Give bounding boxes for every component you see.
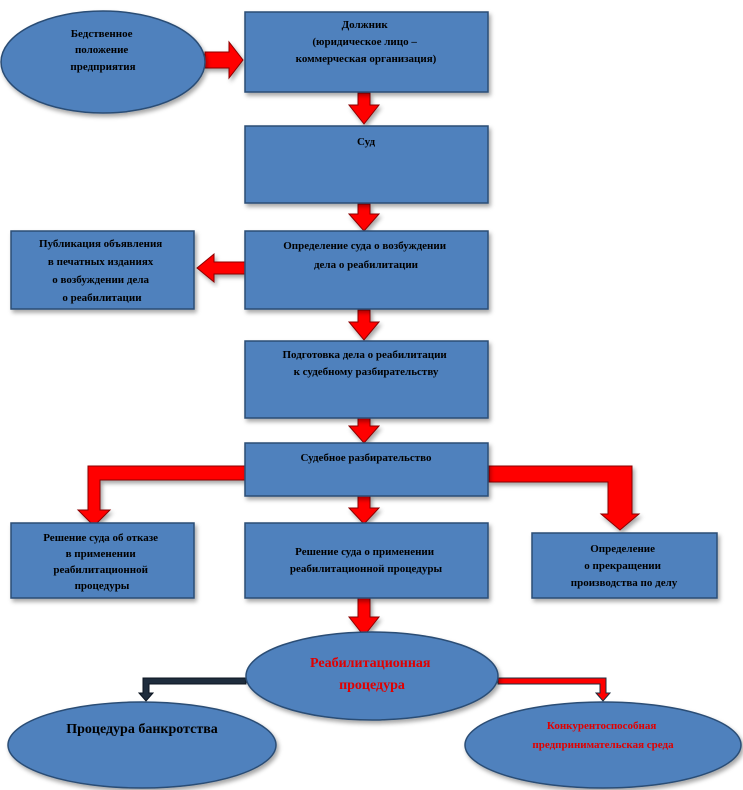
node-trial-text: Судебное разбирательство xyxy=(300,452,432,464)
node-distress-shape xyxy=(0,10,206,114)
node-termination-line: производства по делу xyxy=(571,577,678,589)
node-debtor-text: Должник (юридическое лицо – коммерческая… xyxy=(296,19,437,65)
node-application-text: Решение суда о применении реабилитационн… xyxy=(290,546,443,575)
node-distress-line: Бедственное xyxy=(71,28,133,40)
node-trial-shape xyxy=(244,442,489,497)
node-debtor-line: (юридическое лицо – xyxy=(312,36,417,48)
node-ruling-open-line: дела о реабилитации xyxy=(314,259,419,271)
node-application-line: реабилитационной процедуры xyxy=(290,563,443,575)
node-debtor-shape xyxy=(244,11,489,93)
node-bankruptcy-line: Процедура банкротства xyxy=(66,722,218,737)
node-distress-line: предприятия xyxy=(70,61,135,73)
node-competitive-line: Конкурентоспособная xyxy=(547,720,656,732)
node-rehab-shape xyxy=(245,631,499,721)
node-court-line: Суд xyxy=(357,136,375,148)
arrow-ruling-to-preparation xyxy=(347,309,381,341)
node-bankruptcy-shape xyxy=(7,701,277,789)
node-refusal-line: реабилитационной xyxy=(53,564,148,576)
node-debtor-line: коммерческая организация) xyxy=(296,53,437,65)
node-application-shape xyxy=(244,522,489,599)
node-competitive-shape xyxy=(464,701,742,789)
arrows xyxy=(76,40,641,702)
node-termination-text: Определение о прекращении производства п… xyxy=(571,543,678,589)
node-bankruptcy-text: Процедура банкротства xyxy=(66,722,218,737)
arrow-trial-to-termination xyxy=(488,465,641,531)
node-publication-line: о реабилитации xyxy=(62,292,142,304)
arrow-rehab-to-competitive xyxy=(497,677,612,702)
arrow-ruling-to-publication xyxy=(196,252,246,284)
node-ruling-open-line: Определение суда о возбуждении xyxy=(283,240,446,252)
node-publication-line: Публикация объявления xyxy=(39,238,162,250)
arrow-trial-to-application xyxy=(347,495,381,525)
node-rehab-line: процедура xyxy=(339,678,405,693)
arrow-rehab-to-bankruptcy xyxy=(137,677,247,702)
node-court-shape xyxy=(244,125,489,204)
arrow-debtor-to-court xyxy=(347,92,381,125)
node-trial-line: Судебное разбирательство xyxy=(300,452,432,464)
arrow-court-to-ruling xyxy=(347,203,381,232)
node-termination-line: Определение xyxy=(590,543,655,555)
node-ruling-open-text: Определение суда о возбуждении дела о ре… xyxy=(283,240,449,271)
node-preparation-shape xyxy=(244,340,489,419)
node-preparation-text: Подготовка дела о реабилитации к судебно… xyxy=(283,349,450,378)
node-rehab-text: Реабилитационная процедура xyxy=(310,656,434,693)
node-publication-text: Публикация объявления в печатных издания… xyxy=(39,238,165,304)
node-termination-shape xyxy=(531,532,718,599)
node-distress-text: Бедственное положение предприятия xyxy=(70,28,135,73)
node-competitive-text: Конкурентоспособная предпринимательская … xyxy=(532,720,674,751)
node-publication-line: в печатных изданиях xyxy=(48,256,154,268)
node-refusal-text: Решение суда об отказе в применении реаб… xyxy=(43,532,161,592)
node-refusal-line: процедуры xyxy=(75,580,130,592)
arrow-application-to-rehab xyxy=(347,597,381,637)
node-rehab-line: Реабилитационная xyxy=(310,656,431,671)
node-preparation-line: Подготовка дела о реабилитации xyxy=(283,349,448,361)
node-competitive-line: предпринимательская среда xyxy=(532,739,674,751)
node-distress-line: положение xyxy=(75,44,128,56)
node-termination-line: о прекращении xyxy=(584,560,661,572)
arrow-preparation-to-trial xyxy=(347,417,381,444)
node-refusal-line: Решение суда об отказе xyxy=(43,532,158,544)
node-publication-shape xyxy=(10,230,195,310)
node-debtor-line: Должник xyxy=(342,19,389,31)
arrow-trial-to-refusal xyxy=(76,465,246,527)
arrow-distress-to-debtor xyxy=(204,40,244,80)
node-preparation-line: к судебному разбирательству xyxy=(294,366,439,378)
node-refusal-shape xyxy=(10,522,195,599)
node-publication-line: о возбуждении дела xyxy=(52,274,149,286)
node-court-text: Суд xyxy=(357,136,375,148)
node-application-line: Решение суда о применении xyxy=(295,546,435,558)
node-refusal-line: в применении xyxy=(66,548,137,560)
node-ruling-open-shape xyxy=(244,230,489,310)
